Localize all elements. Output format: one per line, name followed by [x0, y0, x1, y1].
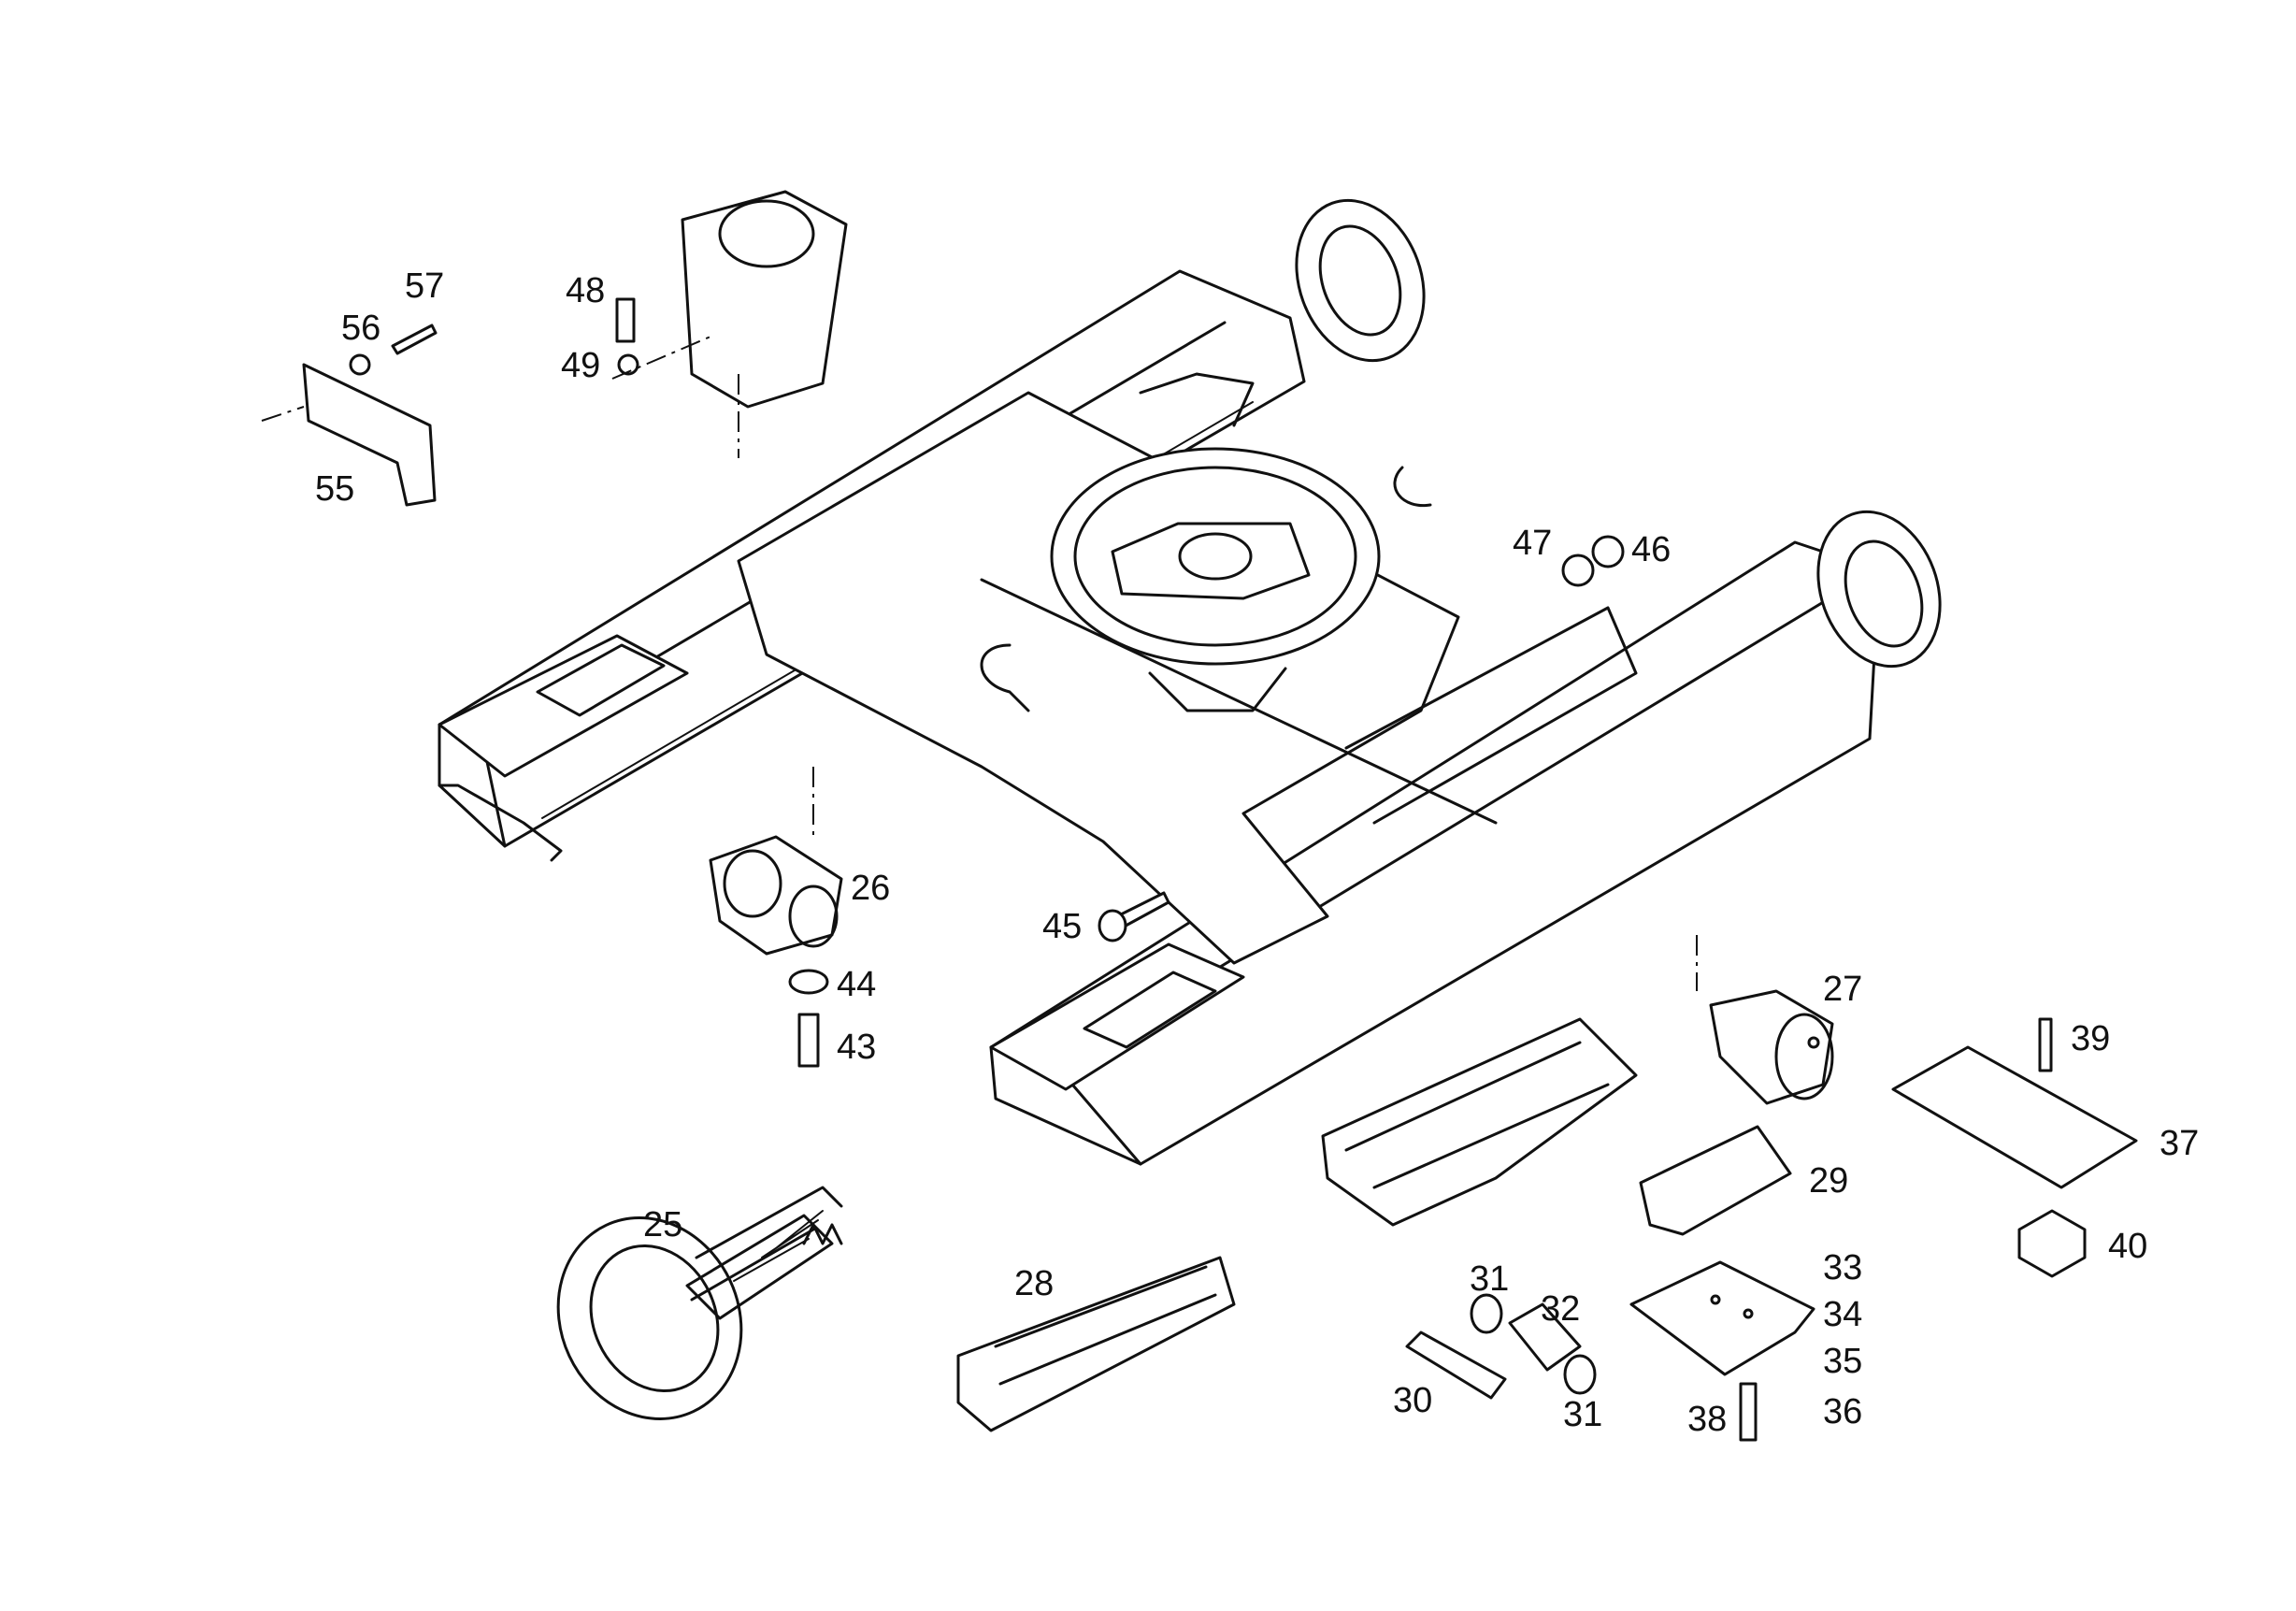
label-43: 43: [837, 1028, 876, 1067]
label-25: 25: [643, 1205, 682, 1244]
label-31-a: 31: [1470, 1259, 1509, 1299]
seal-31-bushing-32: [1470, 1293, 1597, 1395]
label-46: 46: [1631, 530, 1671, 569]
bolts-38-39-nut-40: [1739, 1017, 2087, 1442]
label-49: 49: [561, 346, 600, 385]
label-28: 28: [1014, 1264, 1054, 1303]
track-shoe-33-36: [1629, 1260, 1815, 1376]
track-roller-27: [1709, 989, 1834, 1105]
track-chain-29: [1639, 1125, 1792, 1236]
label-34: 34: [1823, 1295, 1862, 1334]
bolt-43-washer-44: [788, 969, 829, 1068]
label-48: 48: [566, 271, 605, 310]
carrier-roller-26: [709, 835, 843, 956]
label-45: 45: [1042, 907, 1082, 946]
undercarriage-frame: [438, 198, 1942, 1166]
label-35: 35: [1823, 1342, 1862, 1381]
label-29: 29: [1809, 1161, 1848, 1201]
label-32: 32: [1541, 1289, 1580, 1329]
label-39: 39: [2071, 1019, 2110, 1058]
label-38: 38: [1687, 1400, 1727, 1439]
label-55: 55: [315, 469, 354, 509]
label-36: 36: [1823, 1392, 1862, 1431]
track-chain-large: [1321, 1017, 1638, 1227]
bracket-55-56-57: [302, 324, 438, 507]
washer-46-47: [1561, 535, 1625, 587]
pin-30: [1405, 1331, 1507, 1400]
label-47: 47: [1513, 524, 1552, 563]
part-labels: 25 26 27 28 29 30 31 31 32 33 34 35 36 3…: [315, 266, 2199, 1439]
pad-37: [1891, 1045, 2138, 1189]
label-33: 33: [1823, 1248, 1862, 1287]
label-31-b: 31: [1563, 1395, 1602, 1434]
label-26: 26: [851, 869, 890, 908]
label-40: 40: [2108, 1227, 2147, 1266]
track-chain-28: [956, 1256, 1236, 1432]
label-57: 57: [405, 266, 444, 306]
front-idler-25: [556, 1186, 843, 1420]
leader-lines: [261, 336, 1698, 991]
label-37: 37: [2160, 1124, 2199, 1163]
drive-motor-48-49: [615, 190, 848, 409]
label-27: 27: [1823, 970, 1862, 1009]
label-44: 44: [837, 965, 876, 1004]
label-56: 56: [341, 309, 380, 348]
label-30: 30: [1393, 1381, 1432, 1420]
bolt-45: [1098, 891, 1170, 942]
